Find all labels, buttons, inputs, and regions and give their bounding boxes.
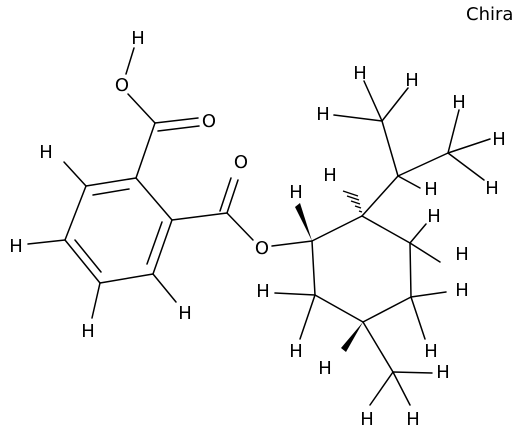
hashed-bond-c2-h <box>342 190 363 213</box>
atom-h-me2b: H <box>492 129 506 150</box>
atom-h-ar4: H <box>178 303 192 324</box>
bond-ar-h2 <box>27 239 66 245</box>
cyclohexane-ring <box>311 215 412 323</box>
atom-h-c4a: H <box>455 280 469 301</box>
atom-h-me2a: H <box>452 92 466 113</box>
carboxylic-acid-group <box>125 47 200 179</box>
atom-h-ar3: H <box>81 321 95 342</box>
atom-h-c6b: H <box>289 341 303 362</box>
chiral-label: Chiral <box>466 4 512 25</box>
atom-h-c4b: H <box>424 341 438 362</box>
bond-c3-h1 <box>409 223 427 244</box>
atom-h-c3a: H <box>427 206 441 227</box>
bond-ar-h4 <box>152 273 177 303</box>
bond-ar-h1 <box>63 161 87 187</box>
atom-h-me1a: H <box>353 63 367 84</box>
bond-c3-h2 <box>409 242 441 263</box>
atom-o-carbonyl-2: O <box>234 152 248 173</box>
atom-h-c2: H <box>323 165 337 186</box>
wedge-bond-c4-h <box>341 322 363 352</box>
ester-group <box>171 177 313 247</box>
atom-h-ar2: H <box>9 236 23 257</box>
atom-h-isopropyl: H <box>424 179 438 200</box>
atom-o-ester: O <box>255 238 269 259</box>
atom-h-me3a: H <box>436 362 450 383</box>
atom-h-me3b: H <box>360 409 374 430</box>
isopropyl-group <box>333 80 491 217</box>
atom-h-c6a: H <box>256 281 270 302</box>
atom-h-me1b: H <box>405 70 419 91</box>
atom-h-me2c: H <box>485 178 499 199</box>
bond-c4-h2 <box>410 296 426 340</box>
atom-h-me3c: H <box>406 409 420 430</box>
atom-h-c3b: H <box>455 244 469 265</box>
atom-h-c1: H <box>289 182 303 203</box>
bond-c4-h1 <box>410 291 447 298</box>
atom-h-me1c: H <box>316 104 330 125</box>
atom-h-c5: H <box>318 358 332 379</box>
methyl-group <box>362 321 433 406</box>
atom-o-carbonyl-1: O <box>202 111 216 132</box>
benzene-ring <box>64 177 173 284</box>
bond-c6-h1 <box>274 292 316 296</box>
wedge-bond-c1-h <box>295 203 312 241</box>
atom-o-oh: O <box>115 75 129 96</box>
atom-h-oh: H <box>131 28 145 49</box>
bond-c6-h2 <box>299 294 316 340</box>
bond-ar-h3 <box>91 282 101 319</box>
atom-h-ar1: H <box>39 142 53 163</box>
